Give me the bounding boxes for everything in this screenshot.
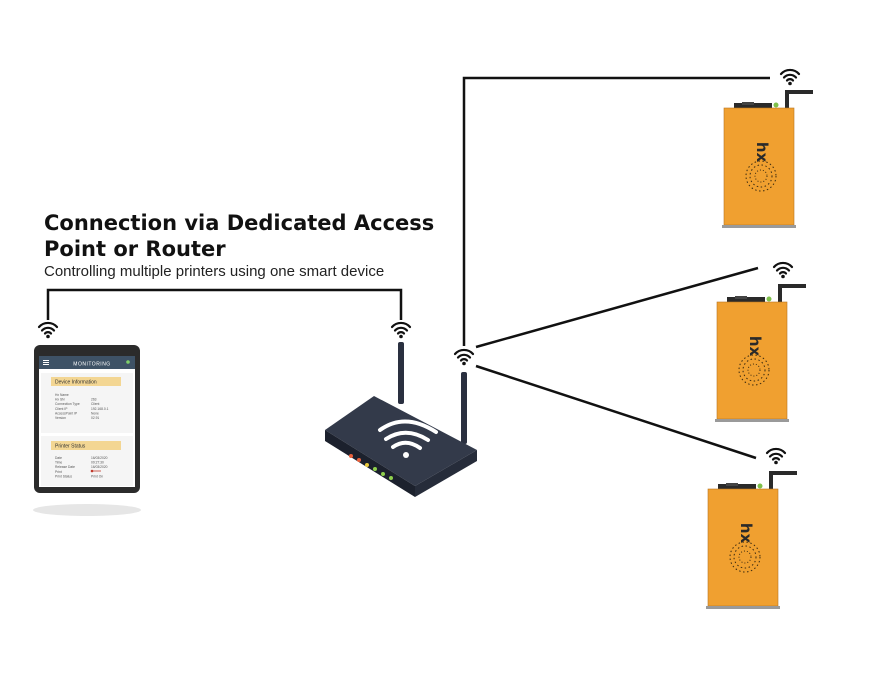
menu-icon bbox=[43, 360, 49, 365]
tablet-app-title: MONITORING bbox=[73, 362, 110, 368]
wifi-icon-printer-1 bbox=[779, 68, 801, 87]
tablet-app-header bbox=[39, 356, 135, 369]
wifi-icon-router-left bbox=[390, 321, 412, 340]
router-device bbox=[325, 342, 477, 497]
tablet-device: MONITORING Device Information Hx NameHx … bbox=[33, 345, 141, 516]
svg-text:Device Information: Device Information bbox=[55, 380, 97, 386]
diagram-subtitle: Controlling multiple printers using one … bbox=[44, 263, 385, 280]
row-value: 02.91 bbox=[91, 416, 99, 420]
row-value: 16/03/2020 bbox=[91, 456, 108, 460]
row-label: Print bbox=[55, 470, 62, 474]
diagram-title: Connection via Dedicated Access Point or… bbox=[44, 211, 435, 261]
link-router-printer-3 bbox=[475, 364, 757, 460]
printer-3: hx bbox=[706, 471, 797, 609]
row-value: Print On bbox=[91, 474, 103, 478]
printer-status-section bbox=[51, 441, 121, 450]
row-label: Hx Name bbox=[55, 393, 69, 397]
printer-1: hx bbox=[722, 90, 813, 228]
hx-logo-text: hx bbox=[737, 523, 755, 544]
row-label: Release Date bbox=[55, 465, 75, 469]
router-wifi-logo bbox=[378, 419, 438, 458]
row-value: 16/03/2020 bbox=[91, 465, 108, 469]
printer-2: hx bbox=[715, 284, 806, 422]
row-label: Hx SN bbox=[55, 398, 65, 402]
connection-lines bbox=[46, 76, 770, 460]
wifi-icon-router-right bbox=[453, 348, 475, 367]
row-value: None bbox=[91, 411, 99, 415]
router-antenna-left bbox=[398, 342, 404, 404]
row-value: 192.168.0.1 bbox=[91, 407, 109, 411]
link-router-printer-1 bbox=[462, 76, 770, 346]
router-antenna-right bbox=[461, 372, 467, 444]
row-value: 09:27:30 bbox=[91, 461, 104, 465]
wifi-icon-printer-3 bbox=[765, 447, 787, 466]
row-label: Connection Type bbox=[55, 402, 80, 406]
hx-logo-text: hx bbox=[753, 142, 771, 163]
row-value: 263 bbox=[91, 398, 97, 402]
row-label: AccessPoint IP bbox=[55, 411, 78, 415]
row-label: Print Status bbox=[55, 474, 72, 478]
row-label: Version bbox=[55, 416, 66, 420]
status-dot bbox=[126, 360, 130, 364]
row-label: Time bbox=[55, 461, 62, 465]
row-label: Client IP bbox=[55, 407, 68, 411]
wifi-icon-printer-2 bbox=[772, 261, 794, 280]
hx-logo-text: hx bbox=[746, 336, 764, 357]
link-tablet-router bbox=[46, 288, 403, 320]
router-status-leds bbox=[349, 454, 393, 480]
link-router-printer-2 bbox=[475, 266, 759, 349]
wifi-icon-tablet bbox=[37, 321, 59, 340]
row-value: Client bbox=[91, 402, 100, 406]
device-info-section bbox=[51, 377, 121, 386]
row-label: Date bbox=[55, 456, 62, 460]
svg-text:Printer Status: Printer Status bbox=[55, 444, 86, 450]
